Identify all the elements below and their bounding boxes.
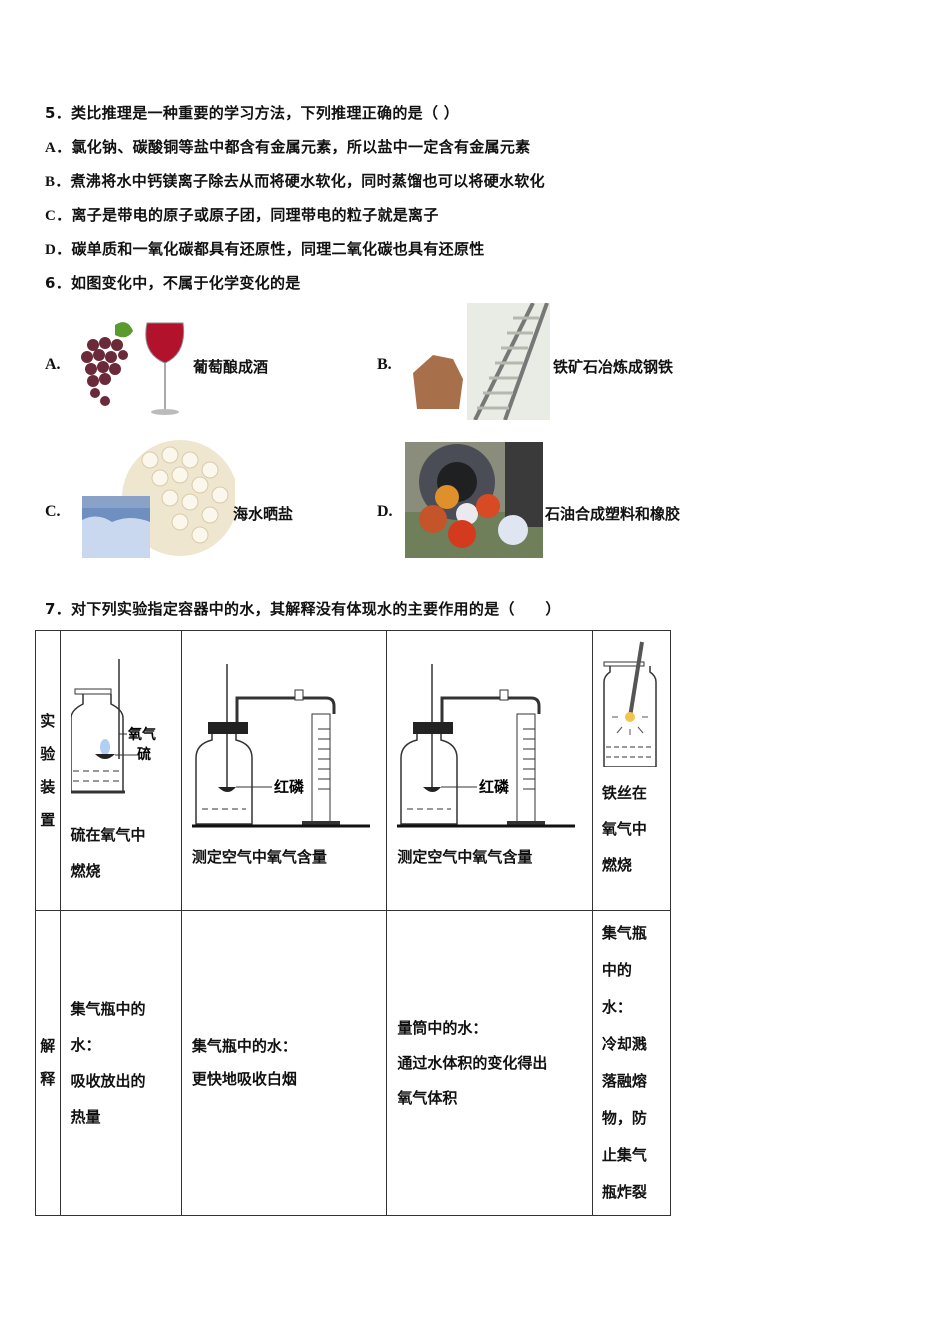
row-header-explanation: 解释 xyxy=(35,910,61,1216)
explanation-line: 量筒中的水： xyxy=(397,1018,488,1037)
option-text: 氯化钠、碳酸铜等盐中都含有金属元素，所以盐中一定含有金属元素 xyxy=(71,138,531,156)
svg-text:硫: 硫 xyxy=(137,746,151,763)
experiment-cell-3: 红磷 测定空气中氧气含量 xyxy=(386,630,593,911)
explanation-line: 吸收放出的 xyxy=(70,1072,146,1090)
option-letter: A. xyxy=(45,356,61,373)
q6-stem: 6．如图变化中，不属于化学变化的是 xyxy=(45,274,301,292)
table-row-explanation: 解释 集气瓶中的 水： 吸收放出的 热量 集气瓶中的水： 更快地吸收白烟 量筒中… xyxy=(35,910,672,1216)
explanation-cell-1: 集气瓶中的 水： 吸收放出的 热量 xyxy=(59,910,182,1216)
experiment-name-line: 燃烧 xyxy=(601,856,632,874)
explanation-line: 更快地吸收白烟 xyxy=(191,1070,297,1088)
option-letter: C． xyxy=(45,208,72,224)
explanation-line: 热量 xyxy=(70,1108,101,1126)
explanation-line: 中的 xyxy=(601,961,632,979)
explanation-cell-4: 集气瓶 中的 水： 冷却溅 落融熔 物，防 止集气 瓶炸裂 xyxy=(591,910,672,1216)
option-letter: D． xyxy=(45,242,72,258)
sea-and-salt-crystals-image xyxy=(82,440,235,558)
option-text: 离子是带电的原子或原子团，同理带电的粒子就是离子 xyxy=(71,206,439,224)
experiment-name-2: 测定空气中氧气含量 xyxy=(191,848,327,866)
explanation-cell-2: 集气瓶中的水： 更快地吸收白烟 xyxy=(180,910,388,1216)
option-text: 铁矿石冶炼成钢铁 xyxy=(553,358,674,376)
iron-ore-and-railway-image xyxy=(413,303,550,420)
explanation-line: 物，防 xyxy=(601,1109,647,1127)
option-text: 葡萄酿成酒 xyxy=(193,358,269,376)
sulfur-burning-diagram: 氧气 硫 xyxy=(70,659,156,794)
option-letter: D. xyxy=(377,503,393,520)
explanation-line: 落融熔 xyxy=(601,1072,647,1090)
svg-text:红磷: 红磷 xyxy=(274,778,305,796)
row-header-apparatus: 实验装置 xyxy=(35,630,61,911)
experiment-name-4: 铁丝在 氧气中 燃烧 xyxy=(602,775,670,883)
explanation-line: 冷却溅 xyxy=(601,1035,647,1053)
explanation-line: 止集气 xyxy=(601,1146,647,1164)
explanation-line: 通过水体积的变化得出 xyxy=(397,1053,548,1072)
explanation-line: 集气瓶 xyxy=(601,924,647,942)
table-row-apparatus: 实验装置 氧气 硫 硫在氧气中 燃烧 xyxy=(35,630,672,911)
svg-text:氧气: 氧气 xyxy=(127,726,156,743)
experiment-name-1: 硫在氧气中 燃烧 xyxy=(71,817,181,889)
q5-stem: 5．类比推理是一种重要的学习方法，下列推理正确的是（ ） xyxy=(45,104,460,122)
phosphorus-oxygen-diagram: 红磷 xyxy=(191,664,370,828)
experiment-cell-2: 红磷 测定空气中氧气含量 xyxy=(180,630,388,911)
option-letter: B. xyxy=(377,356,392,373)
q7-stem: 7．对下列实验指定容器中的水，其解释没有体现水的主要作用的是（ ） xyxy=(45,600,561,618)
option-text: 碳单质和一氧化碳都具有还原性，同理二氧化碳也具有还原性 xyxy=(71,240,485,258)
experiment-name-3: 测定空气中氧气含量 xyxy=(397,848,533,866)
row-header-label: 实验装置 xyxy=(40,711,56,829)
option-text: 煮沸将水中钙镁离子除去从而将硬水软化，同时蒸馏也可以将硬水软化 xyxy=(70,172,545,190)
explanation-line: 氧气体积 xyxy=(397,1088,458,1107)
experiment-name-line: 硫在氧气中 xyxy=(70,826,146,844)
q5-option-b[interactable]: B．煮沸将水中钙镁离子除去从而将硬水软化，同时蒸馏也可以将硬水软化 xyxy=(45,170,545,191)
explanation-line: 瓶炸裂 xyxy=(601,1183,647,1201)
explanation-line: 集气瓶中的水： xyxy=(191,1037,297,1055)
explanation-line: 水： xyxy=(70,1036,101,1054)
grapes-and-wine-glass-image xyxy=(81,322,185,415)
experiment-cell-1: 氧气 硫 硫在氧气中 燃烧 xyxy=(59,630,182,911)
option-letter: A． xyxy=(45,140,72,156)
svg-text:红磷: 红磷 xyxy=(479,778,510,796)
experiment-name-line: 氧气中 xyxy=(601,820,647,838)
option-letter: C. xyxy=(45,503,61,520)
phosphorus-oxygen-diagram: 红磷 xyxy=(397,664,576,828)
q5-option-c[interactable]: C．离子是带电的原子或原子团，同理带电的粒子就是离子 xyxy=(45,204,439,225)
option-letter: B． xyxy=(45,174,71,190)
iron-wire-burning-diagram xyxy=(603,641,657,767)
explanation-cell-3: 量筒中的水： 通过水体积的变化得出 氧气体积 xyxy=(386,910,593,1216)
explanation-line: 集气瓶中的 xyxy=(70,1000,146,1018)
tires-and-balls-image xyxy=(405,442,543,558)
option-text: 石油合成塑料和橡胶 xyxy=(545,505,681,523)
experiment-name-line: 铁丝在 xyxy=(601,784,647,802)
experiment-name-line: 燃烧 xyxy=(70,862,101,880)
experiment-cell-4: 铁丝在 氧气中 燃烧 xyxy=(591,630,672,911)
q5-option-a[interactable]: A．氯化钠、碳酸铜等盐中都含有金属元素，所以盐中一定含有金属元素 xyxy=(45,136,530,157)
row-header-label: 解释 xyxy=(40,1037,56,1088)
explanation-line: 水： xyxy=(601,998,632,1016)
q5-option-d[interactable]: D．碳单质和一氧化碳都具有还原性，同理二氧化碳也具有还原性 xyxy=(45,238,485,259)
experiment-table: 实验装置 氧气 硫 硫在氧气中 燃烧 xyxy=(35,630,672,1216)
option-text: 海水晒盐 xyxy=(233,505,294,523)
